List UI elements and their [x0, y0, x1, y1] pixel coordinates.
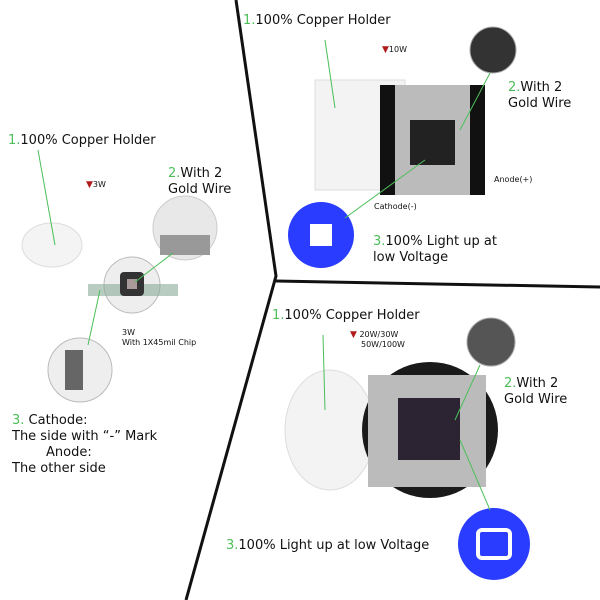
callout-cathode-anode: 3. Cathode: The side with “-” Mark Anode…	[12, 413, 158, 476]
triangle-marker-icon: ▼	[382, 45, 389, 55]
cathode-label: Cathode(-)	[374, 202, 417, 211]
led-10w-image	[288, 26, 517, 268]
callout-copper-holder-high: 1.100% Copper Holder	[272, 308, 420, 323]
led-high-power-image	[284, 317, 530, 580]
callout-light-up-high: 3.100% Light up at low Voltage	[226, 538, 430, 553]
triangle-marker-icon: ▼	[86, 180, 93, 190]
callout-copper-holder-3w: 1.100% Copper Holder	[8, 133, 156, 148]
power-label-10w: ▼10W	[382, 45, 408, 55]
panel-divider	[184, 0, 278, 600]
triangle-marker-icon: ▼	[350, 330, 357, 340]
callout-copper-holder-10w: 1.100% Copper Holder	[243, 13, 391, 28]
power-label-3w: ▼3W	[86, 180, 106, 190]
panel-divider	[275, 279, 600, 289]
led-3w-holder-image	[21, 149, 218, 403]
anode-label: Anode(+)	[494, 175, 533, 184]
